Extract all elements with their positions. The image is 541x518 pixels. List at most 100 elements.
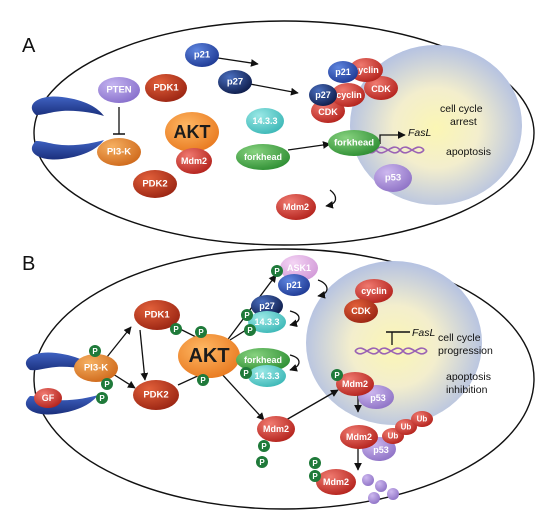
phosphate-label: P xyxy=(261,442,267,451)
mdm2-ub-label: Mdm2 xyxy=(346,432,372,442)
svg-text:forkhead: forkhead xyxy=(244,355,282,365)
phosphate-label: P xyxy=(92,347,98,356)
phosphate-label: P xyxy=(243,369,249,378)
phosphate-label: P xyxy=(244,311,250,320)
note-arrest-a: arrest xyxy=(450,116,477,128)
svg-text:Mdm2: Mdm2 xyxy=(263,424,289,434)
nucleus-mdm2-p53-b: p53 Mdm2 xyxy=(336,372,394,409)
p1433-a-node-b: 14.3.3 xyxy=(248,311,286,333)
nucleus-forkhead-a: forkhead xyxy=(328,130,380,156)
akt-node-b: AKT xyxy=(178,334,240,378)
ub-tag-1: Ub xyxy=(388,432,399,441)
phosphate-badge xyxy=(240,367,252,379)
mdm2-left-node-b: Mdm2 xyxy=(257,416,295,442)
phosphate-label: P xyxy=(104,380,110,389)
svg-text:CDK: CDK xyxy=(351,306,371,316)
svg-text:GF: GF xyxy=(42,393,55,403)
nucleus-cdk-1: CDK xyxy=(371,84,391,94)
svg-text:14.3.3: 14.3.3 xyxy=(254,317,279,327)
p21-node-a: p21 xyxy=(185,43,219,67)
p21-node-b: p21 xyxy=(278,274,310,296)
p53-nuc-label: p53 xyxy=(370,393,386,403)
svg-text:PI3-K: PI3-K xyxy=(107,147,131,158)
svg-text:Mdm2: Mdm2 xyxy=(283,202,309,212)
nucleus-p27: p27 xyxy=(315,90,331,100)
svg-text:PI3-K: PI3-K xyxy=(84,363,108,374)
svg-text:PDK2: PDK2 xyxy=(143,390,168,401)
svg-text:forkhead: forkhead xyxy=(334,138,374,149)
mdm2-inner-node-a: Mdm2 xyxy=(176,148,212,174)
svg-text:forkhead: forkhead xyxy=(244,152,282,162)
svg-text:AKT: AKT xyxy=(174,122,211,142)
phosphate-label: P xyxy=(334,371,340,380)
p53-ub-label: p53 xyxy=(373,445,389,455)
phosphate-badge xyxy=(170,323,182,335)
pdk1-node-b: PDK1 xyxy=(134,300,180,330)
svg-text:Mdm2: Mdm2 xyxy=(323,477,349,487)
ub-tag-3: Ub xyxy=(417,415,428,424)
akt-node-a: AKT xyxy=(165,112,219,152)
phosphate-label: P xyxy=(173,325,179,334)
gf-ligand-b: GF xyxy=(34,388,62,408)
phosphate-badge xyxy=(96,392,108,404)
ubiquitinated-complex-b: p53 Mdm2 Ub Ub Ub xyxy=(340,411,433,461)
phosphate-label: P xyxy=(274,267,280,276)
mdm2-bottom-node-a: Mdm2 xyxy=(276,194,316,220)
pi3k-node-a: PI3-K xyxy=(97,138,141,166)
gfr-receptor-a: GFR xyxy=(31,96,104,160)
fasl-transcription-arrow-a xyxy=(379,131,406,144)
nucleus-cdk-2: CDK xyxy=(318,107,338,117)
phosphate-label: P xyxy=(312,459,318,468)
phosphate-label: P xyxy=(312,472,318,481)
panel-a: A GFR PTEN PI3-K PDK1 PDK2 AKT Mdm2 14.3… xyxy=(22,20,535,246)
panel-a-letter: A xyxy=(22,35,36,57)
fasl-gene-label-b: FasL xyxy=(412,327,436,339)
svg-text:PDK1: PDK1 xyxy=(153,83,179,94)
nucleus-complex-2-a: cyclin CDK p27 xyxy=(309,83,365,123)
svg-text:ASK1: ASK1 xyxy=(287,263,311,273)
nucleus-cyclin-b: cyclin xyxy=(355,279,393,303)
svg-text:14.3.3: 14.3.3 xyxy=(254,371,279,381)
phosphate-badge xyxy=(195,326,207,338)
phosphate-badge xyxy=(101,378,113,390)
dna-helix-b xyxy=(354,347,428,355)
nucleus-cyclin-2: cyclin xyxy=(336,90,362,100)
phosphate-badge xyxy=(309,470,321,482)
note-progression-b: progression xyxy=(438,345,493,357)
mdm2-out-node-b: Mdm2 xyxy=(316,469,356,495)
svg-text:PDK2: PDK2 xyxy=(142,179,167,190)
phosphate-label: P xyxy=(200,376,206,385)
arrows-b xyxy=(106,274,362,471)
pten-node-a: PTEN xyxy=(98,77,140,103)
degraded-p53-fragments xyxy=(362,474,399,504)
arrow-p27-to-nucleus xyxy=(249,83,299,96)
forkhead-node-b: forkhead xyxy=(236,348,290,372)
phosphate-badge xyxy=(271,265,283,277)
panel-b-letter: B xyxy=(22,253,35,275)
p27-node-b: p27 xyxy=(251,295,283,317)
note-cell-cycle-b: cell cycle xyxy=(438,332,481,344)
svg-text:PDK1: PDK1 xyxy=(144,310,170,321)
phosphate-label: P xyxy=(99,394,105,403)
panel-b: B GFR GF PI3-K xyxy=(22,248,535,510)
p1433-node-a: 14.3.3 xyxy=(246,108,284,134)
nucleus-cyclin-1: cyclin xyxy=(353,65,379,75)
phosphate-badge xyxy=(256,456,268,468)
phosphate-badge xyxy=(331,369,343,381)
mdm2-nuc-label: Mdm2 xyxy=(342,379,368,389)
p27-node-a: p27 xyxy=(218,70,252,94)
phosphate-badge xyxy=(258,440,270,452)
arrow-forkhead-to-nucleus xyxy=(287,141,331,151)
note-cell-cycle-a: cell cycle xyxy=(440,103,483,115)
svg-text:14.3.3: 14.3.3 xyxy=(252,116,277,126)
phosphate-label: P xyxy=(259,458,265,467)
pdk2-node-a: PDK2 xyxy=(133,170,177,198)
nucleus-complex-1-a: cyclin CDK p21 xyxy=(328,58,398,100)
svg-text:AKT: AKT xyxy=(188,345,229,367)
note-apoptosis-b: apoptosis xyxy=(446,371,491,383)
pi3k-node-b: PI3-K xyxy=(74,354,118,382)
svg-text:p27: p27 xyxy=(227,77,243,88)
svg-text:p53: p53 xyxy=(385,173,401,184)
